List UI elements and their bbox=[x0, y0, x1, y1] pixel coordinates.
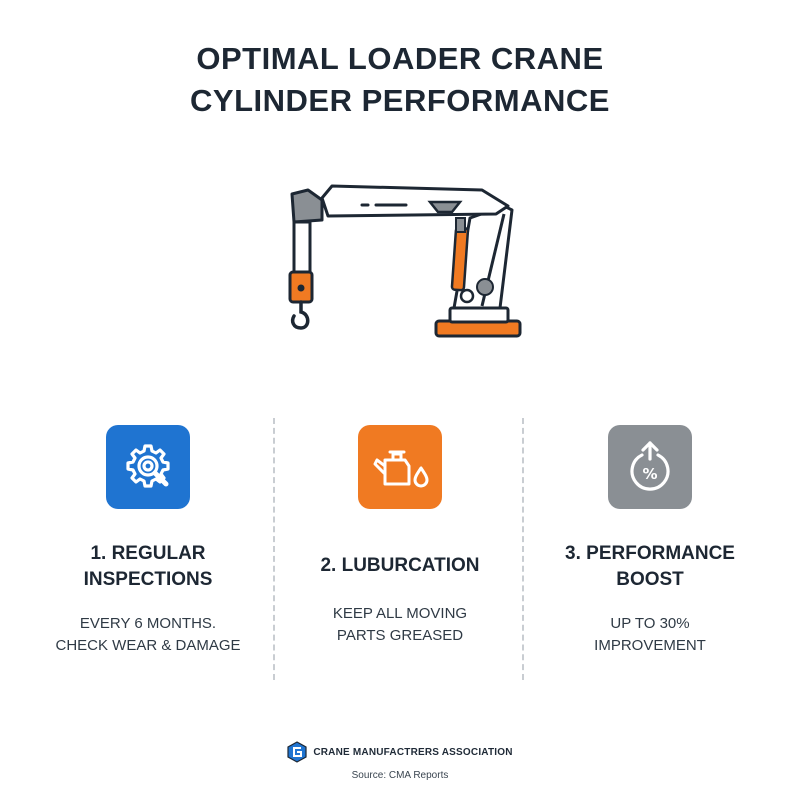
title-line-2: CYLINDER PERFORMANCE bbox=[190, 83, 610, 118]
svg-text:%: % bbox=[642, 465, 657, 483]
source-note: Source: CMA Reports bbox=[351, 770, 449, 781]
column-divider-2 bbox=[522, 418, 524, 680]
association-logo-icon bbox=[287, 741, 307, 763]
step-heading: 3. PERFORMANCE BOOST bbox=[565, 543, 735, 590]
column-divider-1 bbox=[273, 418, 275, 680]
step-description: KEEP ALL MOVING PARTS GREASED bbox=[332, 605, 468, 644]
step-description: EVERY 6 MONTHS. CHECK WEAR & DAMAGE bbox=[55, 615, 241, 654]
page-title: OPTIMAL LOADER CRANE CYLINDER PERFORMANC… bbox=[0, 38, 800, 122]
lubrication-badge bbox=[358, 425, 442, 509]
step-performance-boost: % 3. PERFORMANCE BOOST UP TO 30% IMPROVE… bbox=[526, 425, 774, 657]
title-line-1: OPTIMAL LOADER CRANE bbox=[196, 41, 604, 76]
step-heading: 2. LUBURCATION bbox=[320, 555, 480, 576]
performance-badge: % bbox=[608, 425, 692, 509]
step-regular-inspections: 1. REGULAR INSPECTIONS EVERY 6 MONTHS. C… bbox=[24, 425, 272, 657]
gear-magnifier-icon bbox=[126, 444, 170, 488]
inspection-badge bbox=[106, 425, 190, 509]
footer: CRANE MANUFACTRERS ASSOCIATION Source: C… bbox=[0, 741, 800, 781]
percent-up-icon: % bbox=[630, 441, 670, 491]
step-heading: 1. REGULAR INSPECTIONS bbox=[83, 543, 213, 590]
step-description: UP TO 30% IMPROVEMENT bbox=[594, 615, 706, 654]
loader-crane-icon bbox=[288, 184, 522, 338]
oil-can-icon bbox=[373, 450, 429, 488]
step-lubrication: 2. LUBURCATION KEEP ALL MOVING PARTS GRE… bbox=[276, 425, 524, 647]
association-name: CRANE MANUFACTRERS ASSOCIATION bbox=[313, 746, 513, 758]
